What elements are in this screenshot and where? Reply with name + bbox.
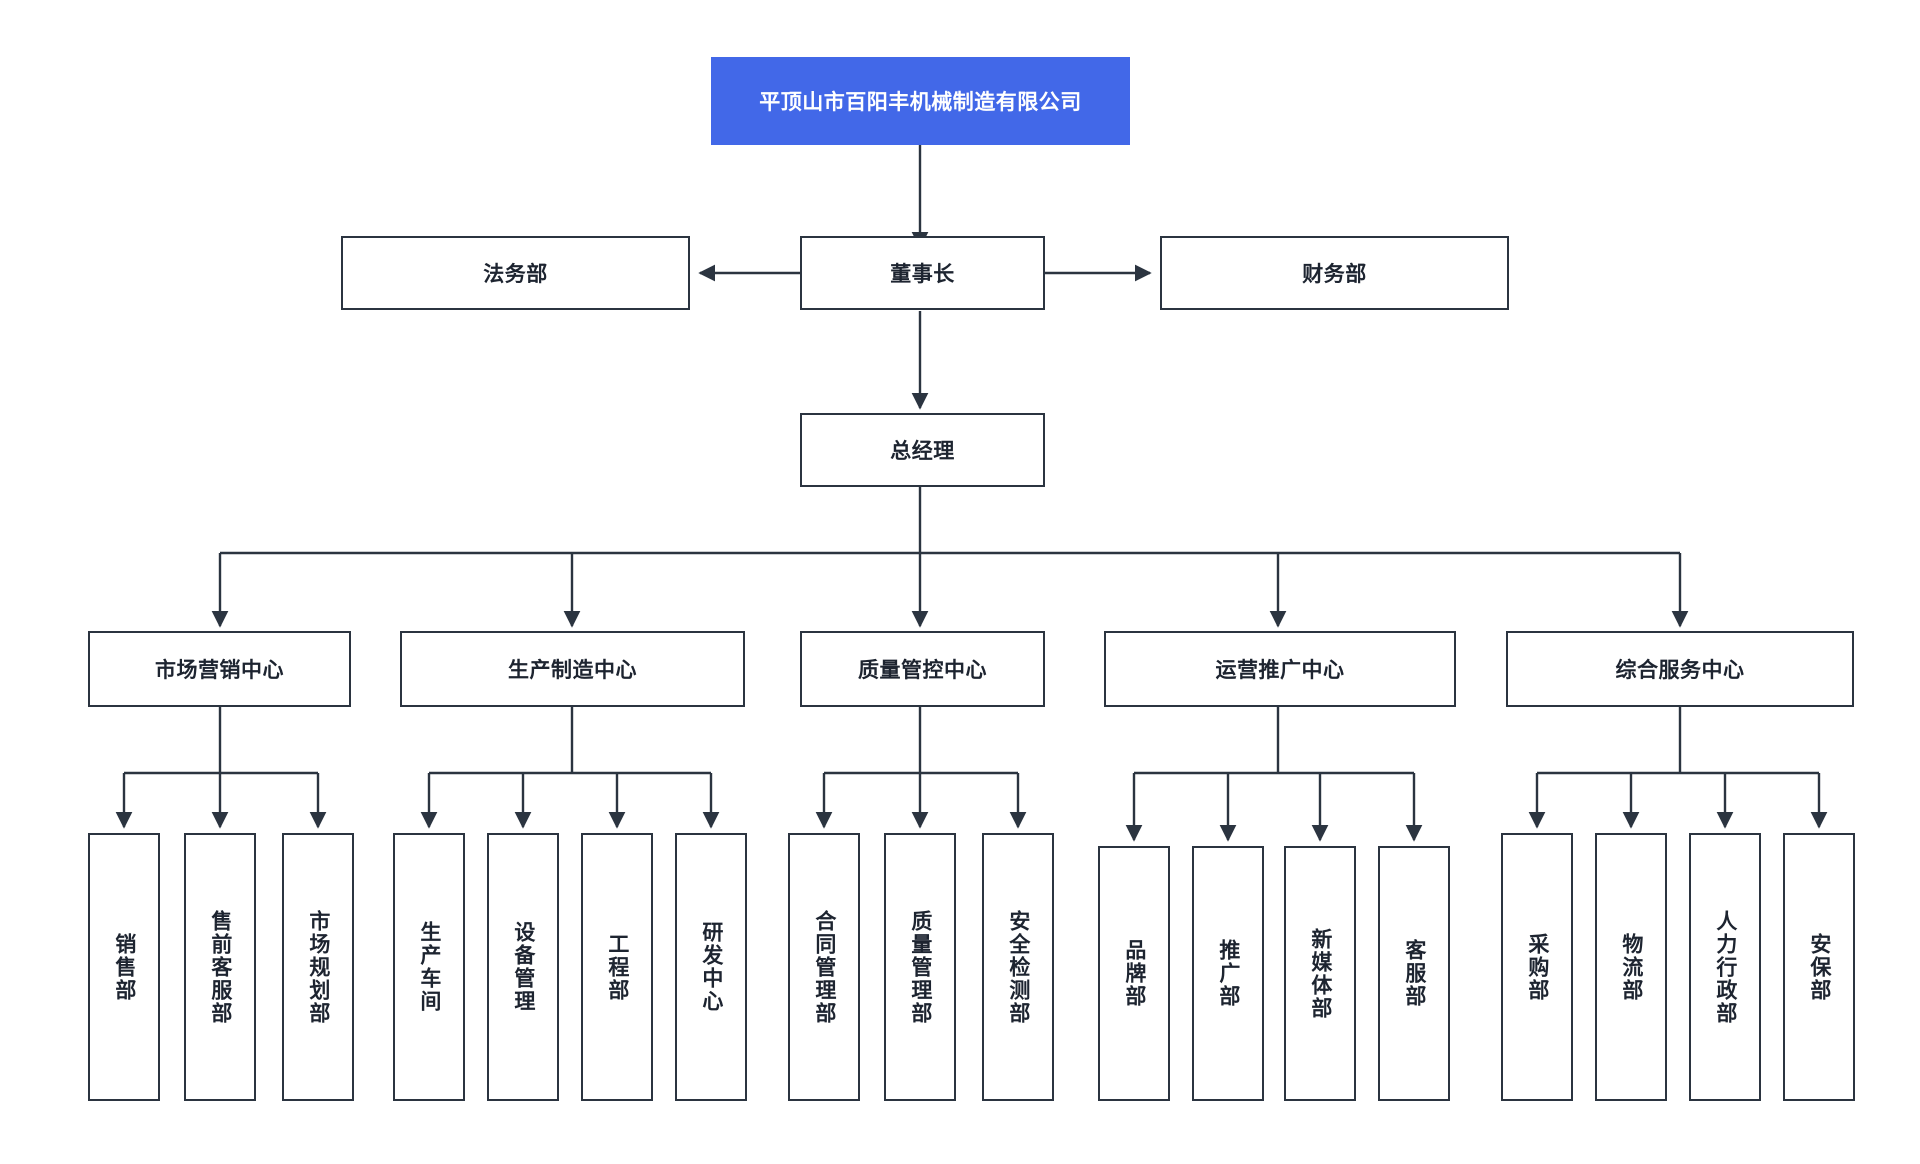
node-center-quality-label: 质量管控中心 [858, 659, 987, 682]
node-dept-security[interactable]: 安保部 [1783, 833, 1855, 1101]
node-dept-security-label: 安保部 [1807, 932, 1831, 1002]
node-center-production[interactable]: 生产制造中心 [400, 631, 745, 707]
node-dept-rnd-center[interactable]: 研发中心 [675, 833, 747, 1101]
node-legal-department-label: 法务部 [483, 263, 548, 286]
node-dept-presales-service-label: 售前客服部 [208, 909, 232, 1025]
node-dept-sales[interactable]: 销售部 [88, 833, 160, 1101]
node-dept-customer-service[interactable]: 客服部 [1378, 846, 1450, 1101]
node-dept-customer-service-label: 客服部 [1402, 939, 1426, 1008]
node-center-marketing[interactable]: 市场营销中心 [88, 631, 351, 707]
node-dept-procurement[interactable]: 采购部 [1501, 833, 1573, 1101]
node-dept-presales-service[interactable]: 售前客服部 [184, 833, 256, 1101]
node-legal-department[interactable]: 法务部 [341, 236, 690, 310]
node-center-general-services-label: 综合服务中心 [1615, 659, 1745, 682]
node-dept-contract-management-label: 合同管理部 [812, 909, 836, 1025]
node-center-operations-label: 运营推广中心 [1215, 659, 1345, 682]
node-dept-procurement-label: 采购部 [1525, 932, 1549, 1002]
node-center-operations[interactable]: 运营推广中心 [1104, 631, 1456, 707]
node-center-quality[interactable]: 质量管控中心 [800, 631, 1045, 707]
node-dept-quality-management[interactable]: 质量管理部 [884, 833, 956, 1101]
node-general-manager[interactable]: 总经理 [800, 413, 1045, 487]
node-dept-production-workshop[interactable]: 生产车间 [393, 833, 465, 1101]
node-dept-hr-administration-label: 人力行政部 [1713, 909, 1737, 1025]
node-dept-promotion[interactable]: 推广部 [1192, 846, 1264, 1101]
node-chairman-label: 董事长 [890, 263, 955, 286]
node-dept-brand[interactable]: 品牌部 [1098, 846, 1170, 1101]
node-dept-engineering[interactable]: 工程部 [581, 833, 653, 1101]
node-finance-department-label: 财务部 [1302, 263, 1367, 286]
node-dept-equipment-management-label: 设备管理 [511, 921, 535, 1013]
node-general-manager-label: 总经理 [890, 440, 955, 463]
node-dept-brand-label: 品牌部 [1122, 939, 1146, 1008]
node-dept-new-media[interactable]: 新媒体部 [1284, 846, 1356, 1101]
node-dept-hr-administration[interactable]: 人力行政部 [1689, 833, 1761, 1101]
node-dept-market-planning[interactable]: 市场规划部 [282, 833, 354, 1101]
node-dept-sales-label: 销售部 [112, 932, 136, 1002]
node-dept-engineering-label: 工程部 [605, 932, 629, 1002]
node-dept-quality-management-label: 质量管理部 [908, 909, 932, 1025]
node-finance-department[interactable]: 财务部 [1160, 236, 1509, 310]
node-dept-rnd-center-label: 研发中心 [699, 921, 723, 1013]
node-dept-contract-management[interactable]: 合同管理部 [788, 833, 860, 1101]
node-dept-new-media-label: 新媒体部 [1308, 927, 1332, 1020]
node-center-marketing-label: 市场营销中心 [155, 659, 284, 682]
node-dept-market-planning-label: 市场规划部 [306, 909, 330, 1025]
node-dept-production-workshop-label: 生产车间 [417, 921, 441, 1013]
node-dept-safety-inspection-label: 安全检测部 [1006, 909, 1030, 1025]
node-dept-logistics-label: 物流部 [1619, 932, 1643, 1002]
node-dept-safety-inspection[interactable]: 安全检测部 [982, 833, 1054, 1101]
node-company-root[interactable]: 平顶山市百阳丰机械制造有限公司 [711, 57, 1130, 145]
node-company-root-label: 平顶山市百阳丰机械制造有限公司 [759, 91, 1082, 114]
node-dept-equipment-management[interactable]: 设备管理 [487, 833, 559, 1101]
node-center-production-label: 生产制造中心 [508, 659, 637, 682]
node-dept-logistics[interactable]: 物流部 [1595, 833, 1667, 1101]
node-chairman[interactable]: 董事长 [800, 236, 1045, 310]
node-center-general-services[interactable]: 综合服务中心 [1506, 631, 1854, 707]
node-dept-promotion-label: 推广部 [1216, 939, 1240, 1008]
